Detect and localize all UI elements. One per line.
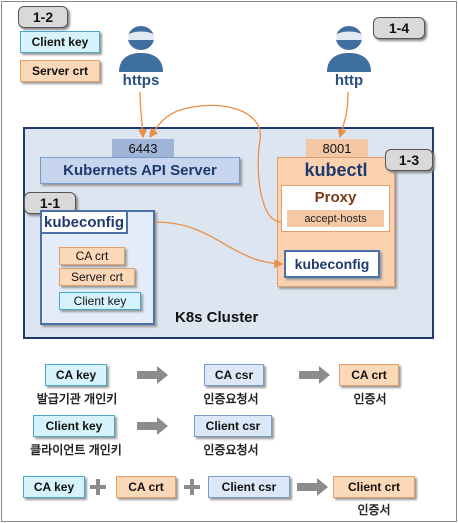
kubeconfig-file-right: kubeconfig — [284, 250, 380, 278]
plus-icon-1 — [90, 479, 106, 495]
row3-arrow — [297, 478, 328, 496]
row1-ca-key-chip: CA key — [45, 364, 107, 386]
row3-client-crt-caption: 인증서 — [357, 503, 391, 517]
row2-arrow — [137, 417, 168, 435]
server-crt-chip-left: Server crt — [59, 268, 135, 286]
tag-1-2: 1-2 — [18, 6, 68, 28]
api-port-badge: 6443 — [112, 139, 174, 157]
ca-crt-chip-left: CA crt — [59, 247, 125, 265]
row1-ca-csr-caption: 인증요청서 — [203, 392, 259, 406]
client-key-chip-left: Client key — [59, 292, 141, 310]
http-label: http — [334, 72, 364, 89]
row2-client-key-caption: 클라이언트 개인키 — [30, 443, 122, 457]
accept-hosts-label: accept-hosts — [287, 210, 384, 227]
row3-ca-crt-chip: CA crt — [116, 476, 176, 498]
row1-ca-crt-caption: 인증서 — [353, 392, 387, 406]
kubectl-label: kubectl — [304, 159, 368, 180]
https-user-icon — [119, 26, 163, 72]
kubeconfig-left-title: kubeconfig — [40, 210, 128, 234]
row2-client-csr-caption: 인증요청서 — [203, 443, 259, 457]
k8s-cluster-label: K8s Cluster — [175, 309, 259, 326]
server-crt-chip: Server crt — [20, 60, 100, 82]
https-label: https — [122, 72, 160, 89]
client-key-chip: Client key — [20, 31, 100, 53]
tag-1-3: 1-3 — [385, 149, 433, 171]
row1-arrow-1 — [137, 366, 168, 384]
row1-ca-csr-chip: CA csr — [204, 364, 264, 386]
proxy-label: Proxy — [314, 189, 357, 206]
row1-ca-key-caption: 발급기관 개인키 — [36, 392, 118, 406]
row2-client-csr-chip: Client csr — [194, 415, 272, 437]
row1-arrow-2 — [299, 366, 330, 384]
api-server-box: Kubernets API Server — [40, 157, 240, 184]
connector-arrows — [137, 91, 349, 269]
row3-client-csr-chip: Client csr — [208, 476, 290, 498]
row1-ca-crt-chip: CA crt — [339, 364, 399, 386]
http-user-icon — [327, 26, 371, 72]
row2-client-key-chip: Client key — [33, 415, 115, 437]
row3-client-crt-chip: Client crt — [333, 476, 415, 498]
proxy-port-badge: 8001 — [306, 139, 368, 157]
row3-ca-key-chip: CA key — [23, 476, 85, 498]
tag-1-4: 1-4 — [373, 17, 425, 39]
plus-icon-2 — [184, 479, 200, 495]
